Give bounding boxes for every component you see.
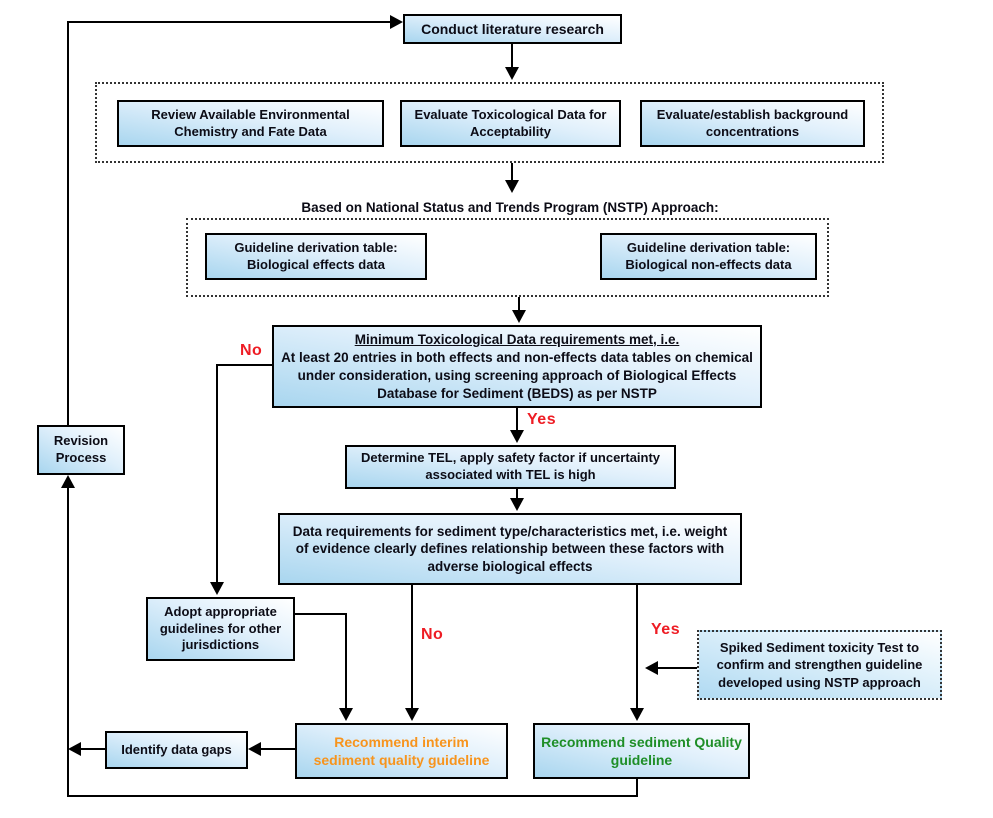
arrowhead-adopt-into-interim: [339, 708, 353, 721]
arrowhead-spiked-into-yes-line: [645, 661, 658, 675]
arrowhead-into-conduct: [390, 15, 403, 29]
node-revision-process: Revision Process: [37, 425, 125, 475]
connector-adopt-exit-h: [295, 613, 347, 615]
node-minimum-data-requirements: Minimum Toxicological Data requirements …: [272, 325, 762, 408]
connector-nstp-to-minimum: [518, 297, 520, 312]
connector-revision-to-conduct-h: [67, 21, 391, 23]
node-evaluate-toxicological-data: Evaluate Toxicological Data for Acceptab…: [400, 100, 621, 147]
connector-conduct-to-review-group: [511, 44, 513, 69]
node-non-effects-table: Guideline derivation table: Biological n…: [600, 233, 817, 280]
branch-label-yes-minimum: Yes: [527, 411, 557, 428]
arrowhead-no-into-interim: [405, 708, 419, 721]
connector-left-loop-lower: [67, 486, 69, 797]
connector-minimum-yes-to-tel: [516, 408, 518, 432]
minimum-data-body: At least 20 entries in both effects and …: [281, 350, 753, 401]
connector-spiked-h: [656, 667, 697, 669]
connector-interim-to-identify: [259, 748, 295, 750]
arrowhead-into-minimum: [512, 310, 526, 323]
node-spiked-sediment-test: Spiked Sediment toxicity Test to confirm…: [697, 630, 942, 700]
branch-label-no-datareq: No: [421, 626, 444, 643]
connector-left-loop-upper: [67, 21, 69, 425]
node-recommend-quality-guideline: Recommend sediment Quality guideline: [533, 723, 750, 779]
connector-tel-to-datareq: [516, 489, 518, 500]
arrowhead-identify-into-loop: [68, 742, 81, 756]
connector-minimum-no-h: [216, 364, 272, 366]
arrowhead-into-tel: [510, 430, 524, 443]
connector-adopt-exit-v: [345, 613, 347, 710]
node-sediment-data-requirements: Data requirements for sediment type/char…: [278, 513, 742, 585]
arrowhead-into-datareq: [510, 498, 524, 511]
branch-label-yes-datareq: Yes: [651, 621, 681, 638]
minimum-data-title: Minimum Toxicological Data requirements …: [354, 331, 680, 347]
node-recommend-interim-guideline: Recommend interim sediment quality guide…: [295, 723, 508, 779]
connector-identify-to-loop: [79, 748, 105, 750]
group-initial-evaluation: [95, 82, 884, 163]
connector-final-to-bottom-loop: [636, 777, 638, 797]
node-review-chemistry-fate-data: Review Available Environmental Chemistry…: [117, 100, 384, 147]
connector-datareq-yes-v: [636, 585, 638, 710]
arrowhead-yes-into-final: [630, 708, 644, 721]
node-background-concentrations: Evaluate/establish background concentrat…: [640, 100, 865, 147]
arrowhead-into-adopt: [210, 582, 224, 595]
arrowhead-into-review-group: [505, 67, 519, 80]
node-conduct-literature-research: Conduct literature research: [403, 14, 622, 44]
arrowhead-into-nstp-group: [505, 180, 519, 193]
node-determine-tel: Determine TEL, apply safety factor if un…: [345, 445, 676, 489]
connector-minimum-no-v: [216, 364, 218, 584]
node-identify-data-gaps: Identify data gaps: [105, 731, 248, 769]
connector-review-group-to-nstp: [511, 163, 513, 182]
group-nstp-tables: [186, 218, 829, 297]
arrowhead-into-identify: [248, 742, 261, 756]
branch-label-no-minimum: No: [240, 342, 263, 359]
node-adopt-other-jurisdictions: Adopt appropriate guidelines for other j…: [146, 597, 295, 661]
connector-datareq-no-v: [411, 585, 413, 710]
arrowhead-into-revision: [61, 475, 75, 488]
connector-bottom-loop-h: [67, 795, 638, 797]
nstp-heading: Based on National Status and Trends Prog…: [301, 200, 719, 215]
node-effects-table: Guideline derivation table: Biological e…: [205, 233, 427, 280]
